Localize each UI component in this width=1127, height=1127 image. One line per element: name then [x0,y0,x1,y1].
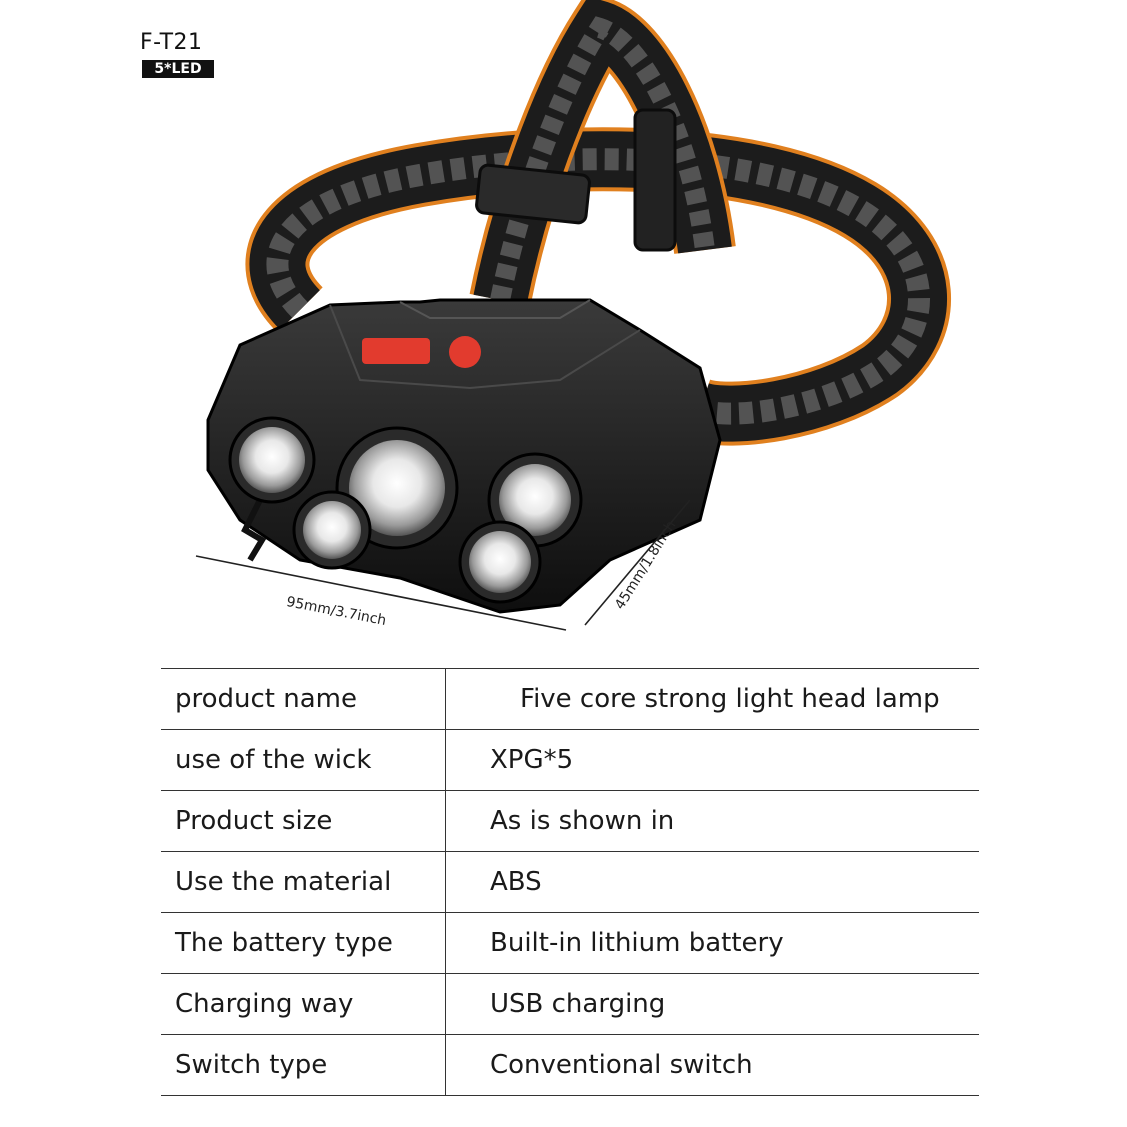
spec-key: Use the material [161,851,446,913]
led-count-badge: 5*LED [142,60,214,78]
head-strap [245,127,951,446]
spec-key: Switch type [161,1034,446,1096]
spec-key: Charging way [161,973,446,1035]
spec-value: ABS [445,851,979,913]
spec-table: product name Five core strong light head… [161,668,979,1096]
spec-value: USB charging [445,973,979,1035]
top-strap [469,0,736,307]
spec-value: As is shown in [445,790,979,852]
spec-key: Product size [161,790,446,852]
spec-key: product name [161,668,446,730]
table-row: use of the wick XPG*5 [161,729,979,791]
table-row: Product size As is shown in [161,790,979,852]
spec-value: Built-in lithium battery [445,912,979,974]
table-row: Switch type Conventional switch [161,1034,979,1096]
spec-value: Conventional switch [445,1034,979,1096]
headlamp-illustration [195,0,951,631]
model-number: F-T21 [140,30,203,55]
spec-value: XPG*5 [445,729,979,791]
spec-value: Five core strong light head lamp [445,668,979,730]
table-row: Use the material ABS [161,851,979,913]
power-switch [362,338,430,364]
table-row: The battery type Built-in lithium batter… [161,912,979,974]
table-row: Charging way USB charging [161,973,979,1035]
led-array [228,416,583,604]
spec-key: The battery type [161,912,446,974]
table-row: product name Five core strong light head… [161,668,979,730]
spec-key: use of the wick [161,729,446,791]
dimension-lines [195,499,691,631]
